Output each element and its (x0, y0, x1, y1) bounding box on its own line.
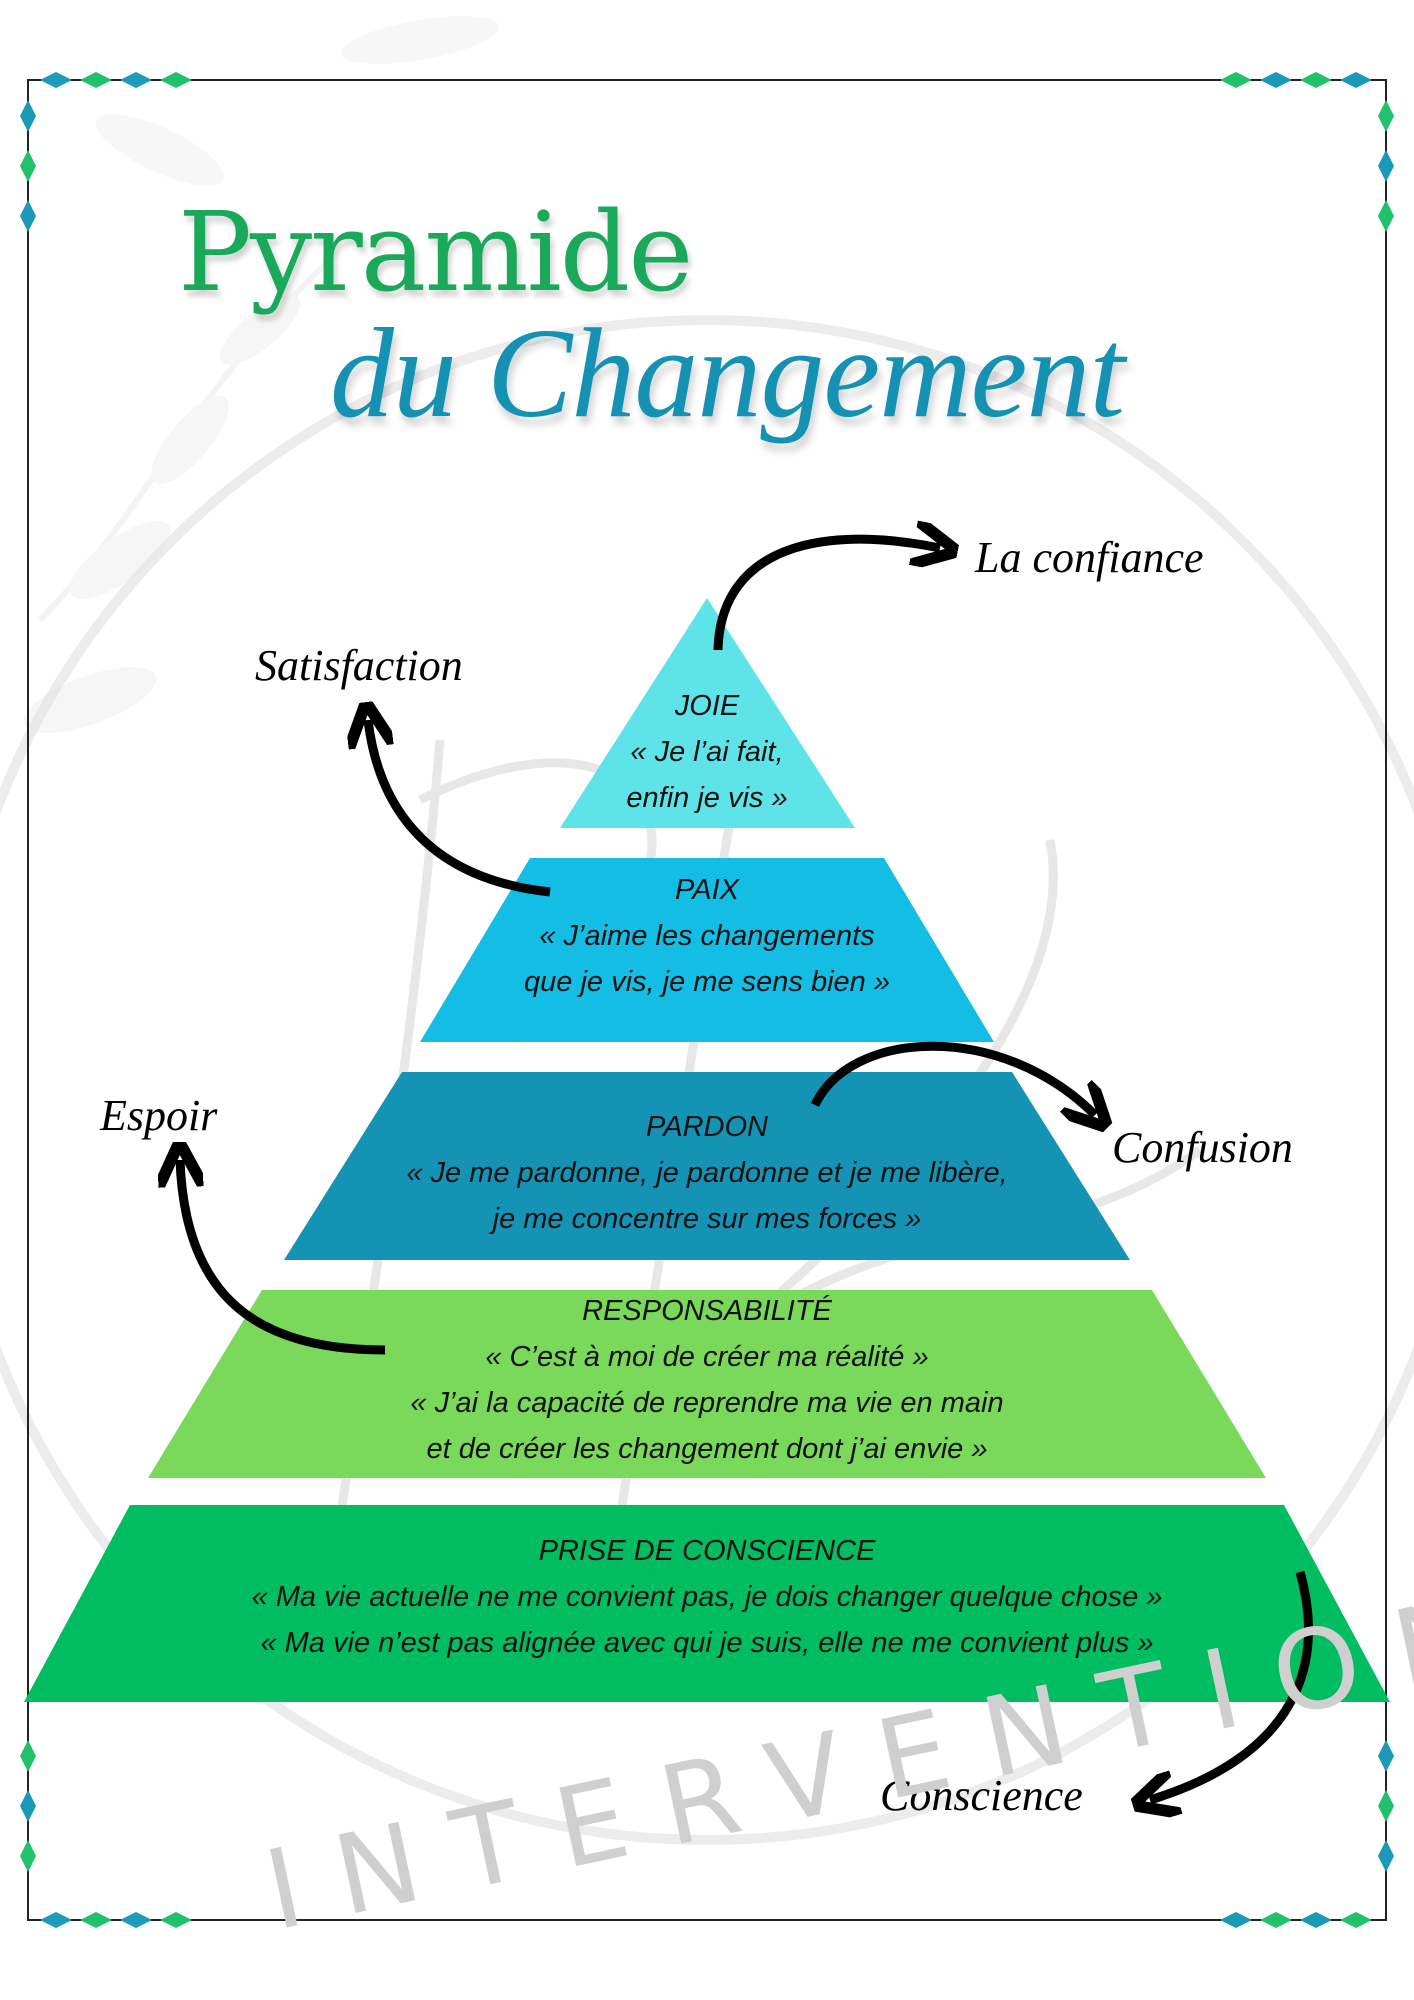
level-quote-line: « Ma vie actuelle ne me convient pas, je… (107, 1574, 1307, 1620)
level-quote-line: « Je me pardonne, je pardonne et je me l… (307, 1150, 1107, 1196)
level-quote-line: et de créer les changement dont j’ai env… (257, 1426, 1157, 1472)
level-quote-line: je me concentre sur mes forces » (307, 1196, 1107, 1242)
level-name: JOIE (557, 683, 857, 729)
label-confusion: Confusion (1112, 1122, 1293, 1173)
level-name: RESPONSABILITÉ (257, 1288, 1157, 1334)
level-quote-line: « J’aime les changements (457, 913, 957, 959)
title-line-1: Pyramide (178, 188, 691, 316)
label-espoir: Espoir (100, 1090, 217, 1141)
label-la-confiance: La confiance (975, 532, 1204, 583)
level-quote-line: « C’est à moi de créer ma réalité » (257, 1334, 1157, 1380)
level-name: PARDON (307, 1104, 1107, 1150)
level-name: PAIX (457, 867, 957, 913)
level-pardon-text: PARDON « Je me pardonne, je pardonne et … (307, 1104, 1107, 1242)
level-quote-line: enfin je vis » (557, 775, 857, 821)
level-responsabilite-text: RESPONSABILITÉ « C’est à moi de créer ma… (257, 1288, 1157, 1472)
border-diamonds-bottom-right (1220, 1740, 1394, 1928)
title-line-2: du Changement (330, 300, 1124, 447)
level-name: PRISE DE CONSCIENCE (107, 1528, 1307, 1574)
level-quote-line: « Je l’ai fait, (557, 729, 857, 775)
level-quote-line: que je vis, je me sens bien » (457, 959, 957, 1005)
level-paix-text: PAIX « J’aime les changements que je vis… (457, 867, 957, 1005)
level-quote-line: « J’ai la capacité de reprendre ma vie e… (257, 1380, 1157, 1426)
label-satisfaction: Satisfaction (255, 640, 463, 691)
border-diamonds-bottom-left (20, 1740, 192, 1928)
arrow-to-confiance (718, 539, 940, 650)
level-joie-text: JOIE « Je l’ai fait, enfin je vis » (557, 683, 857, 821)
border-diamonds-top-right (1220, 72, 1394, 232)
